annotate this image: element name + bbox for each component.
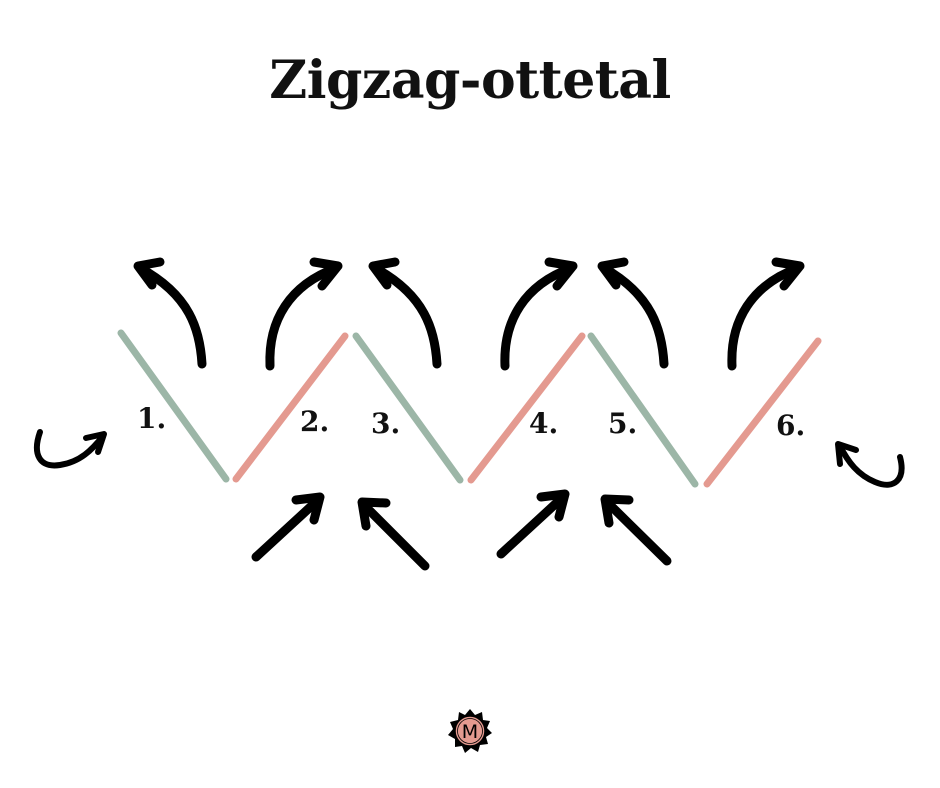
step-label-6: 6. xyxy=(776,409,805,442)
line-pink-2 xyxy=(467,332,586,484)
bottom-arrows xyxy=(251,489,672,571)
crossing-arrows-3 xyxy=(597,257,805,371)
curved-arrow-icon xyxy=(599,263,669,369)
diagram-title: Zigzag-ottetal xyxy=(269,50,671,111)
zigzag-lines xyxy=(117,329,822,488)
step-label-4: 4. xyxy=(529,407,558,440)
arrowhead-icon xyxy=(597,257,629,290)
step-label-1: 1. xyxy=(137,402,166,435)
arrow-up-left-icon xyxy=(602,497,672,566)
curved-arrow-icon xyxy=(370,263,442,369)
curl-arrow-left-icon xyxy=(33,429,106,469)
curved-arrow-icon xyxy=(727,263,803,371)
logo: M xyxy=(448,709,492,753)
step-label-5: 5. xyxy=(608,407,637,440)
crossing-arrows-1 xyxy=(133,257,343,371)
logo-letter: M xyxy=(462,721,478,743)
line-green-2 xyxy=(352,332,464,484)
arrow-up-right-icon xyxy=(251,495,323,562)
step-label-3: 3. xyxy=(371,407,400,440)
crossing-arrows-2 xyxy=(368,257,578,371)
line-pink-3 xyxy=(703,337,822,488)
arrowhead-icon xyxy=(309,257,343,291)
step-label-2: 2. xyxy=(300,405,329,438)
arrowhead-icon xyxy=(368,257,400,290)
line-green-1 xyxy=(117,329,230,483)
side-arrows xyxy=(33,429,905,488)
arrow-up-left-icon xyxy=(359,500,430,571)
arrowhead-icon xyxy=(133,257,165,290)
arrowhead-icon xyxy=(835,441,859,467)
curved-arrow-icon xyxy=(265,263,341,371)
arrowhead-icon xyxy=(544,257,578,291)
line-green-3 xyxy=(587,332,699,488)
curl-arrow-right-icon xyxy=(837,443,905,488)
arrowhead-icon xyxy=(771,257,805,291)
arrowhead-icon xyxy=(291,492,325,525)
arrowhead-icon xyxy=(357,497,391,531)
line-pink-1 xyxy=(232,332,349,483)
arrow-up-right-icon xyxy=(496,492,568,559)
curved-arrow-icon xyxy=(500,263,576,371)
arrowhead-icon xyxy=(83,431,107,455)
curved-arrow-icon xyxy=(135,263,207,369)
arrowhead-icon xyxy=(600,494,634,528)
arrowhead-icon xyxy=(536,489,570,522)
step-labels: 1. 2. 3. 4. 5. 6. xyxy=(137,402,805,442)
